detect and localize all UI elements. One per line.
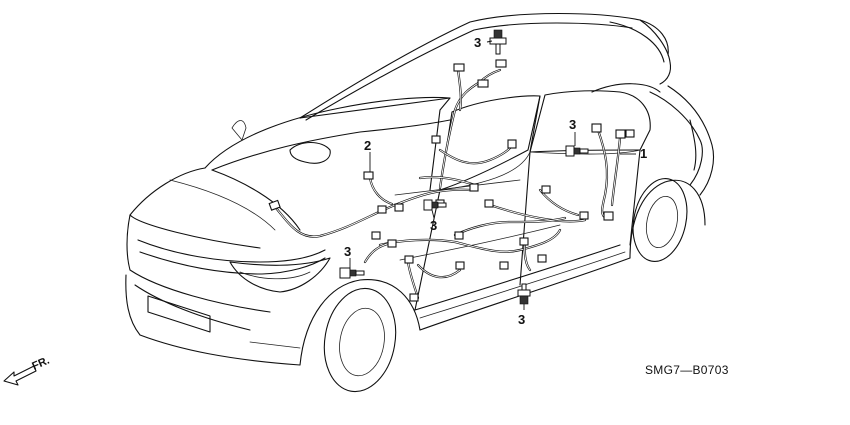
- callout-1: 1: [640, 146, 647, 161]
- callout-3-center: 3: [430, 218, 437, 233]
- diagram-code: SMG7—B0703: [645, 363, 729, 377]
- wire-harness: [274, 68, 622, 300]
- harness-connectors: [268, 59, 635, 302]
- callout-3-front-left: 3: [344, 244, 351, 259]
- bolt-rear-door: [565, 145, 589, 157]
- callout-2: 2: [364, 138, 371, 153]
- bolt-top: [489, 29, 507, 55]
- bolt-bottom: [517, 283, 531, 305]
- callout-3-rear-door: 3: [569, 117, 576, 132]
- front-label: FR.: [30, 355, 51, 373]
- callout-3-bottom: 3: [518, 312, 525, 327]
- bolt-center: [423, 199, 447, 211]
- car-body: [125, 12, 715, 393]
- callout-3-top: 3: [474, 35, 481, 50]
- front-direction-indicator: FR.: [3, 355, 51, 386]
- callout-leaders: [349, 40, 636, 310]
- bolt-front-left: [339, 267, 365, 279]
- front-arrow-icon: [3, 365, 37, 386]
